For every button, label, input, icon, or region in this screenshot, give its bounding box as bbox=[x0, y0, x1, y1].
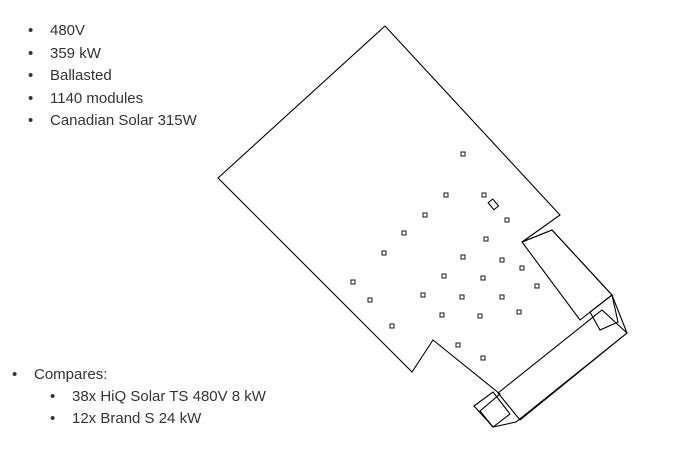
rooftop-marker bbox=[422, 212, 428, 218]
compares-list: Compares: 38x HiQ Solar TS 480V 8 kW 12x… bbox=[12, 364, 266, 430]
equipment-pad-lower-left bbox=[473, 391, 511, 428]
roof-outline bbox=[217, 25, 628, 428]
compare-item-hiq: 38x HiQ Solar TS 480V 8 kW bbox=[50, 386, 266, 408]
spec-mounting: Ballasted bbox=[28, 65, 197, 88]
compare-item-brand-s: 12x Brand S 24 kW bbox=[50, 408, 266, 430]
rooftop-marker bbox=[504, 217, 510, 223]
rooftop-marker bbox=[480, 275, 486, 281]
equipment-pad-upper-right bbox=[521, 229, 613, 321]
rooftop-marker bbox=[420, 292, 426, 298]
equipment-pad-lower bbox=[497, 309, 628, 421]
compares-sublist: 38x HiQ Solar TS 480V 8 kW 12x Brand S 2… bbox=[12, 386, 266, 430]
rooftop-marker bbox=[367, 297, 373, 303]
spec-power: 359 kW bbox=[28, 43, 197, 66]
rooftop-marker bbox=[519, 265, 525, 271]
rooftop-marker bbox=[443, 192, 449, 198]
rooftop-marker bbox=[499, 257, 505, 263]
equipment-pad-small-right bbox=[589, 294, 619, 331]
rooftop-marker bbox=[381, 250, 387, 256]
spec-module-model: Canadian Solar 315W bbox=[28, 110, 197, 133]
rooftop-marker bbox=[460, 254, 466, 260]
spec-module-count: 1140 modules bbox=[28, 88, 197, 111]
roof-hatch bbox=[487, 198, 500, 211]
rooftop-marker bbox=[516, 309, 522, 315]
rooftop-marker bbox=[483, 236, 489, 242]
rooftop-markers bbox=[350, 151, 540, 361]
rooftop-marker bbox=[480, 355, 486, 361]
rooftop-marker bbox=[477, 313, 483, 319]
rooftop-marker bbox=[481, 192, 487, 198]
rooftop-marker bbox=[350, 279, 356, 285]
rooftop-marker bbox=[499, 294, 505, 300]
rooftop-marker bbox=[389, 323, 395, 329]
rooftop-marker bbox=[441, 273, 447, 279]
rooftop-marker bbox=[439, 312, 445, 318]
system-specs-list: 480V 359 kW Ballasted 1140 modules Canad… bbox=[28, 20, 197, 133]
rooftop-marker bbox=[455, 342, 461, 348]
spec-voltage: 480V bbox=[28, 20, 197, 43]
compares-heading: Compares: bbox=[12, 364, 266, 386]
rooftop-marker bbox=[460, 151, 466, 157]
rooftop-marker bbox=[534, 283, 540, 289]
rooftop-marker bbox=[459, 294, 465, 300]
rooftop-marker bbox=[401, 230, 407, 236]
